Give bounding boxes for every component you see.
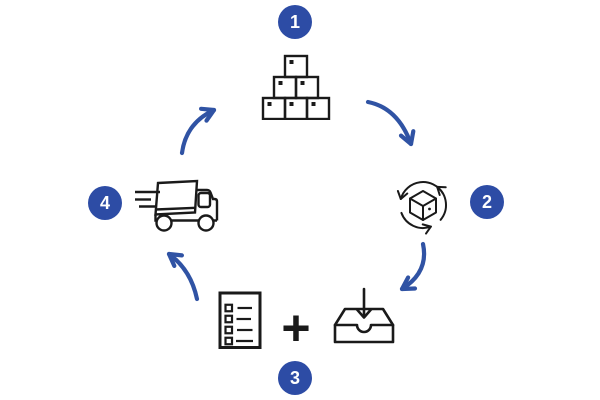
arrow-step2-to-step3 xyxy=(399,241,427,292)
stacked-boxes-icon xyxy=(261,54,331,120)
step-3-badge: 3 xyxy=(278,361,312,395)
arrow-step3-to-step4 xyxy=(166,251,200,302)
arrow-step4-to-step1 xyxy=(179,106,217,156)
plus-icon: + xyxy=(281,300,311,356)
step-3-number: 3 xyxy=(289,367,300,388)
package-sync-icon xyxy=(396,181,447,235)
inbox-receive-icon xyxy=(333,287,395,344)
step-1-badge: 1 xyxy=(278,5,312,39)
delivery-truck-icon xyxy=(135,179,219,232)
arrow-step1-to-step2 xyxy=(365,99,416,147)
step-1-number: 1 xyxy=(289,11,300,32)
step-4-badge: 4 xyxy=(88,186,122,220)
step-2-number: 2 xyxy=(481,191,492,212)
step-2-badge: 2 xyxy=(470,185,504,219)
checklist-icon xyxy=(218,291,262,349)
step-4-number: 4 xyxy=(99,192,110,213)
